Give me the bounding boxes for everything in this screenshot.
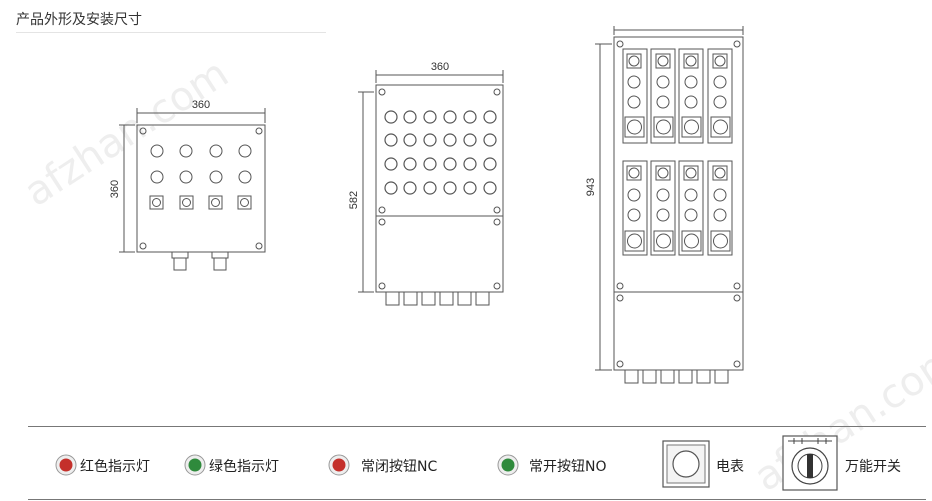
green-lamp-icon	[184, 454, 206, 476]
legend-red-lamp-label: 红色指示灯	[80, 459, 150, 475]
red-lamp-icon	[55, 454, 77, 476]
legend-nc-button-label: 常闭按钮NC	[361, 459, 438, 475]
medium-width-label: 360	[431, 61, 449, 73]
title-divider	[16, 32, 326, 33]
legend-green-lamp-label: 绿色指示灯	[209, 459, 279, 475]
meter-icon	[662, 440, 710, 488]
small-width-label: 360	[192, 99, 210, 111]
small-enclosure	[119, 108, 266, 271]
medium-height-label: 582	[348, 191, 360, 209]
legend-no-button-label: 常开按钮NO	[529, 459, 607, 475]
small-height-label: 360	[109, 180, 121, 198]
universal-switch-icon	[782, 435, 838, 491]
large-enclosure	[595, 26, 744, 384]
legend-meter-label: 电表	[716, 459, 744, 475]
enclosure-drawings: 360 360 360 582	[109, 26, 744, 384]
medium-enclosure	[358, 70, 504, 306]
nc-button-icon	[328, 454, 350, 476]
page-title: 产品外形及安装尺寸	[16, 12, 142, 28]
no-button-icon	[497, 454, 519, 476]
large-height-label: 943	[585, 178, 597, 196]
legend-universal-switch-label: 万能开关	[845, 459, 901, 475]
